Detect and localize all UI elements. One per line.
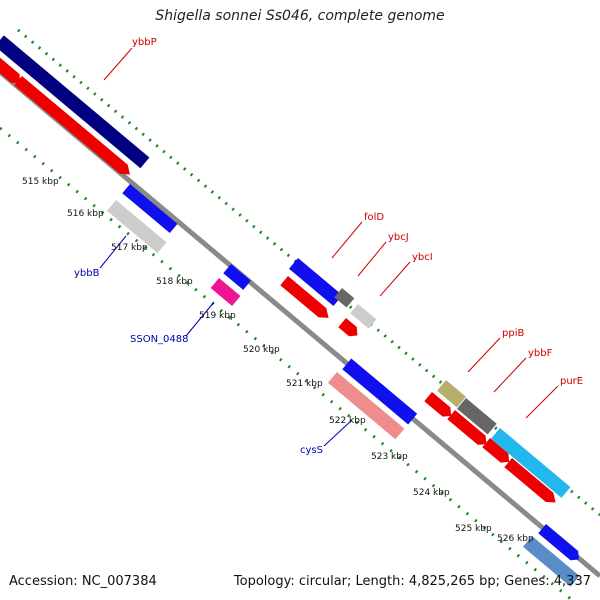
gene-label-ybcI[interactable]: ybcI [412,252,433,263]
gene-labels: ybbP folD ybcJ ybcI ppiB ybbF purE ybbB … [74,37,583,456]
tick-label: 525 kbp [455,524,492,534]
gene-red-ybbF[interactable] [482,438,513,466]
gene-label-SSON_0488[interactable]: SSON_0488 [130,334,189,345]
gene-red-folD[interactable] [280,276,332,322]
gene-label-ppiB[interactable]: ppiB [502,328,524,339]
gene-ybcI[interactable] [350,304,377,329]
gene-red-ppiB-2[interactable] [447,410,490,449]
gene-blue-525[interactable] [538,524,582,564]
tick-label: 518 kbp [156,277,193,287]
tick-label: 521 kbp [286,379,323,389]
tick-label: 524 kbp [413,488,450,498]
gene-label-folD[interactable]: folD [364,212,384,223]
gene-label-ybbP[interactable]: ybbP [132,37,157,48]
gene-ybcJ[interactable] [338,318,361,340]
map-title: Shigella sonnei Ss046, complete genome [155,8,445,24]
gene-steel-526[interactable] [523,536,580,587]
gene-folD[interactable] [289,258,343,307]
gene-red-purE[interactable] [504,458,559,507]
accession-text: Accession: NC_007384 [9,574,157,589]
gene-blue-521[interactable] [342,358,418,425]
gene-SSON_0488[interactable] [210,278,241,306]
tick-label: 517 kbp [111,243,148,253]
gene-ybbP-navy[interactable] [0,35,150,169]
genome-summary-text: Topology: circular; Length: 4,825,265 bp… [233,574,591,589]
gene-features [0,35,582,587]
tick-label: 522 kbp [329,416,366,426]
inner-guide-line [0,126,573,600]
label-leaders [99,47,559,447]
gene-red-ppiB-1[interactable] [424,392,455,420]
tick-label: 519 kbp [199,311,236,321]
gene-folD-grey[interactable] [334,288,355,308]
tick-label: 515 kbp [22,177,59,187]
tick-label: 526 kbp [497,534,534,544]
gene-red-2[interactable] [14,76,134,179]
tick-label: 523 kbp [371,452,408,462]
gene-red-1[interactable] [0,56,24,87]
gene-label-ybbB[interactable]: ybbB [74,268,100,279]
tick-label: 516 kbp [67,209,104,219]
gene-ybbB[interactable] [107,200,167,254]
gene-ppiB[interactable] [437,380,466,408]
gene-ybbF[interactable] [457,398,497,435]
tick-label: 520 kbp [243,345,280,355]
gene-blue-518[interactable] [223,264,251,290]
gene-cysS[interactable] [328,372,405,440]
tick-labels: 515 kbp 516 kbp 517 kbp 518 kbp 519 kbp … [22,177,534,544]
gene-label-cysS[interactable]: cysS [300,445,323,456]
gene-purE[interactable] [491,428,571,498]
gene-label-purE[interactable]: purE [560,376,583,387]
gene-label-ybcJ[interactable]: ybcJ [388,232,409,243]
gene-blue-516[interactable] [122,184,178,234]
gene-label-ybbF[interactable]: ybbF [528,348,553,359]
